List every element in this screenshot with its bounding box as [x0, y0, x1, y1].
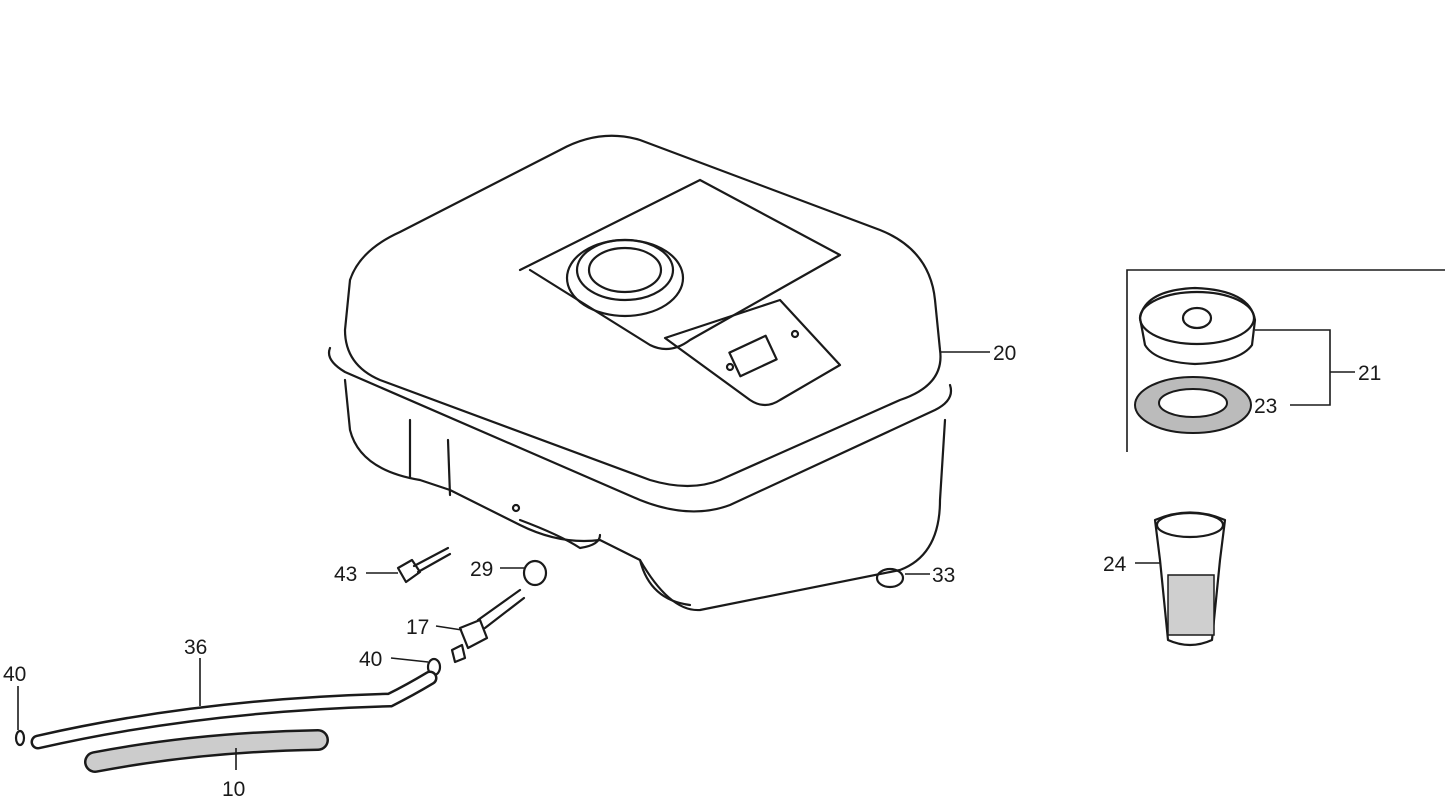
bolt [396, 546, 452, 584]
grommet [875, 567, 905, 589]
fuel-cock [450, 588, 526, 664]
cap-gasket [1134, 376, 1252, 434]
callout-33: 33 [932, 564, 955, 587]
callout-29: 29 [470, 558, 493, 581]
callout-40-cock: 40 [359, 648, 382, 671]
callout-40-tube: 40 [3, 663, 26, 686]
callout-43: 43 [334, 563, 357, 586]
callout-21: 21 [1358, 362, 1381, 385]
callout-10: 10 [222, 778, 245, 800]
callout-20: 20 [993, 342, 1016, 365]
fuel-tank [327, 134, 953, 612]
leader-lines [17, 329, 1355, 770]
washer [522, 559, 548, 587]
fuel-cap [1138, 286, 1257, 366]
callout-23: 23 [1254, 395, 1277, 418]
fuel-strainer [1153, 511, 1227, 647]
callout-36: 36 [184, 636, 207, 659]
tube-end-clip [14, 729, 26, 747]
cap-detail-frame [1126, 269, 1445, 452]
callout-24: 24 [1103, 553, 1127, 576]
callout-17: 17 [406, 616, 429, 639]
